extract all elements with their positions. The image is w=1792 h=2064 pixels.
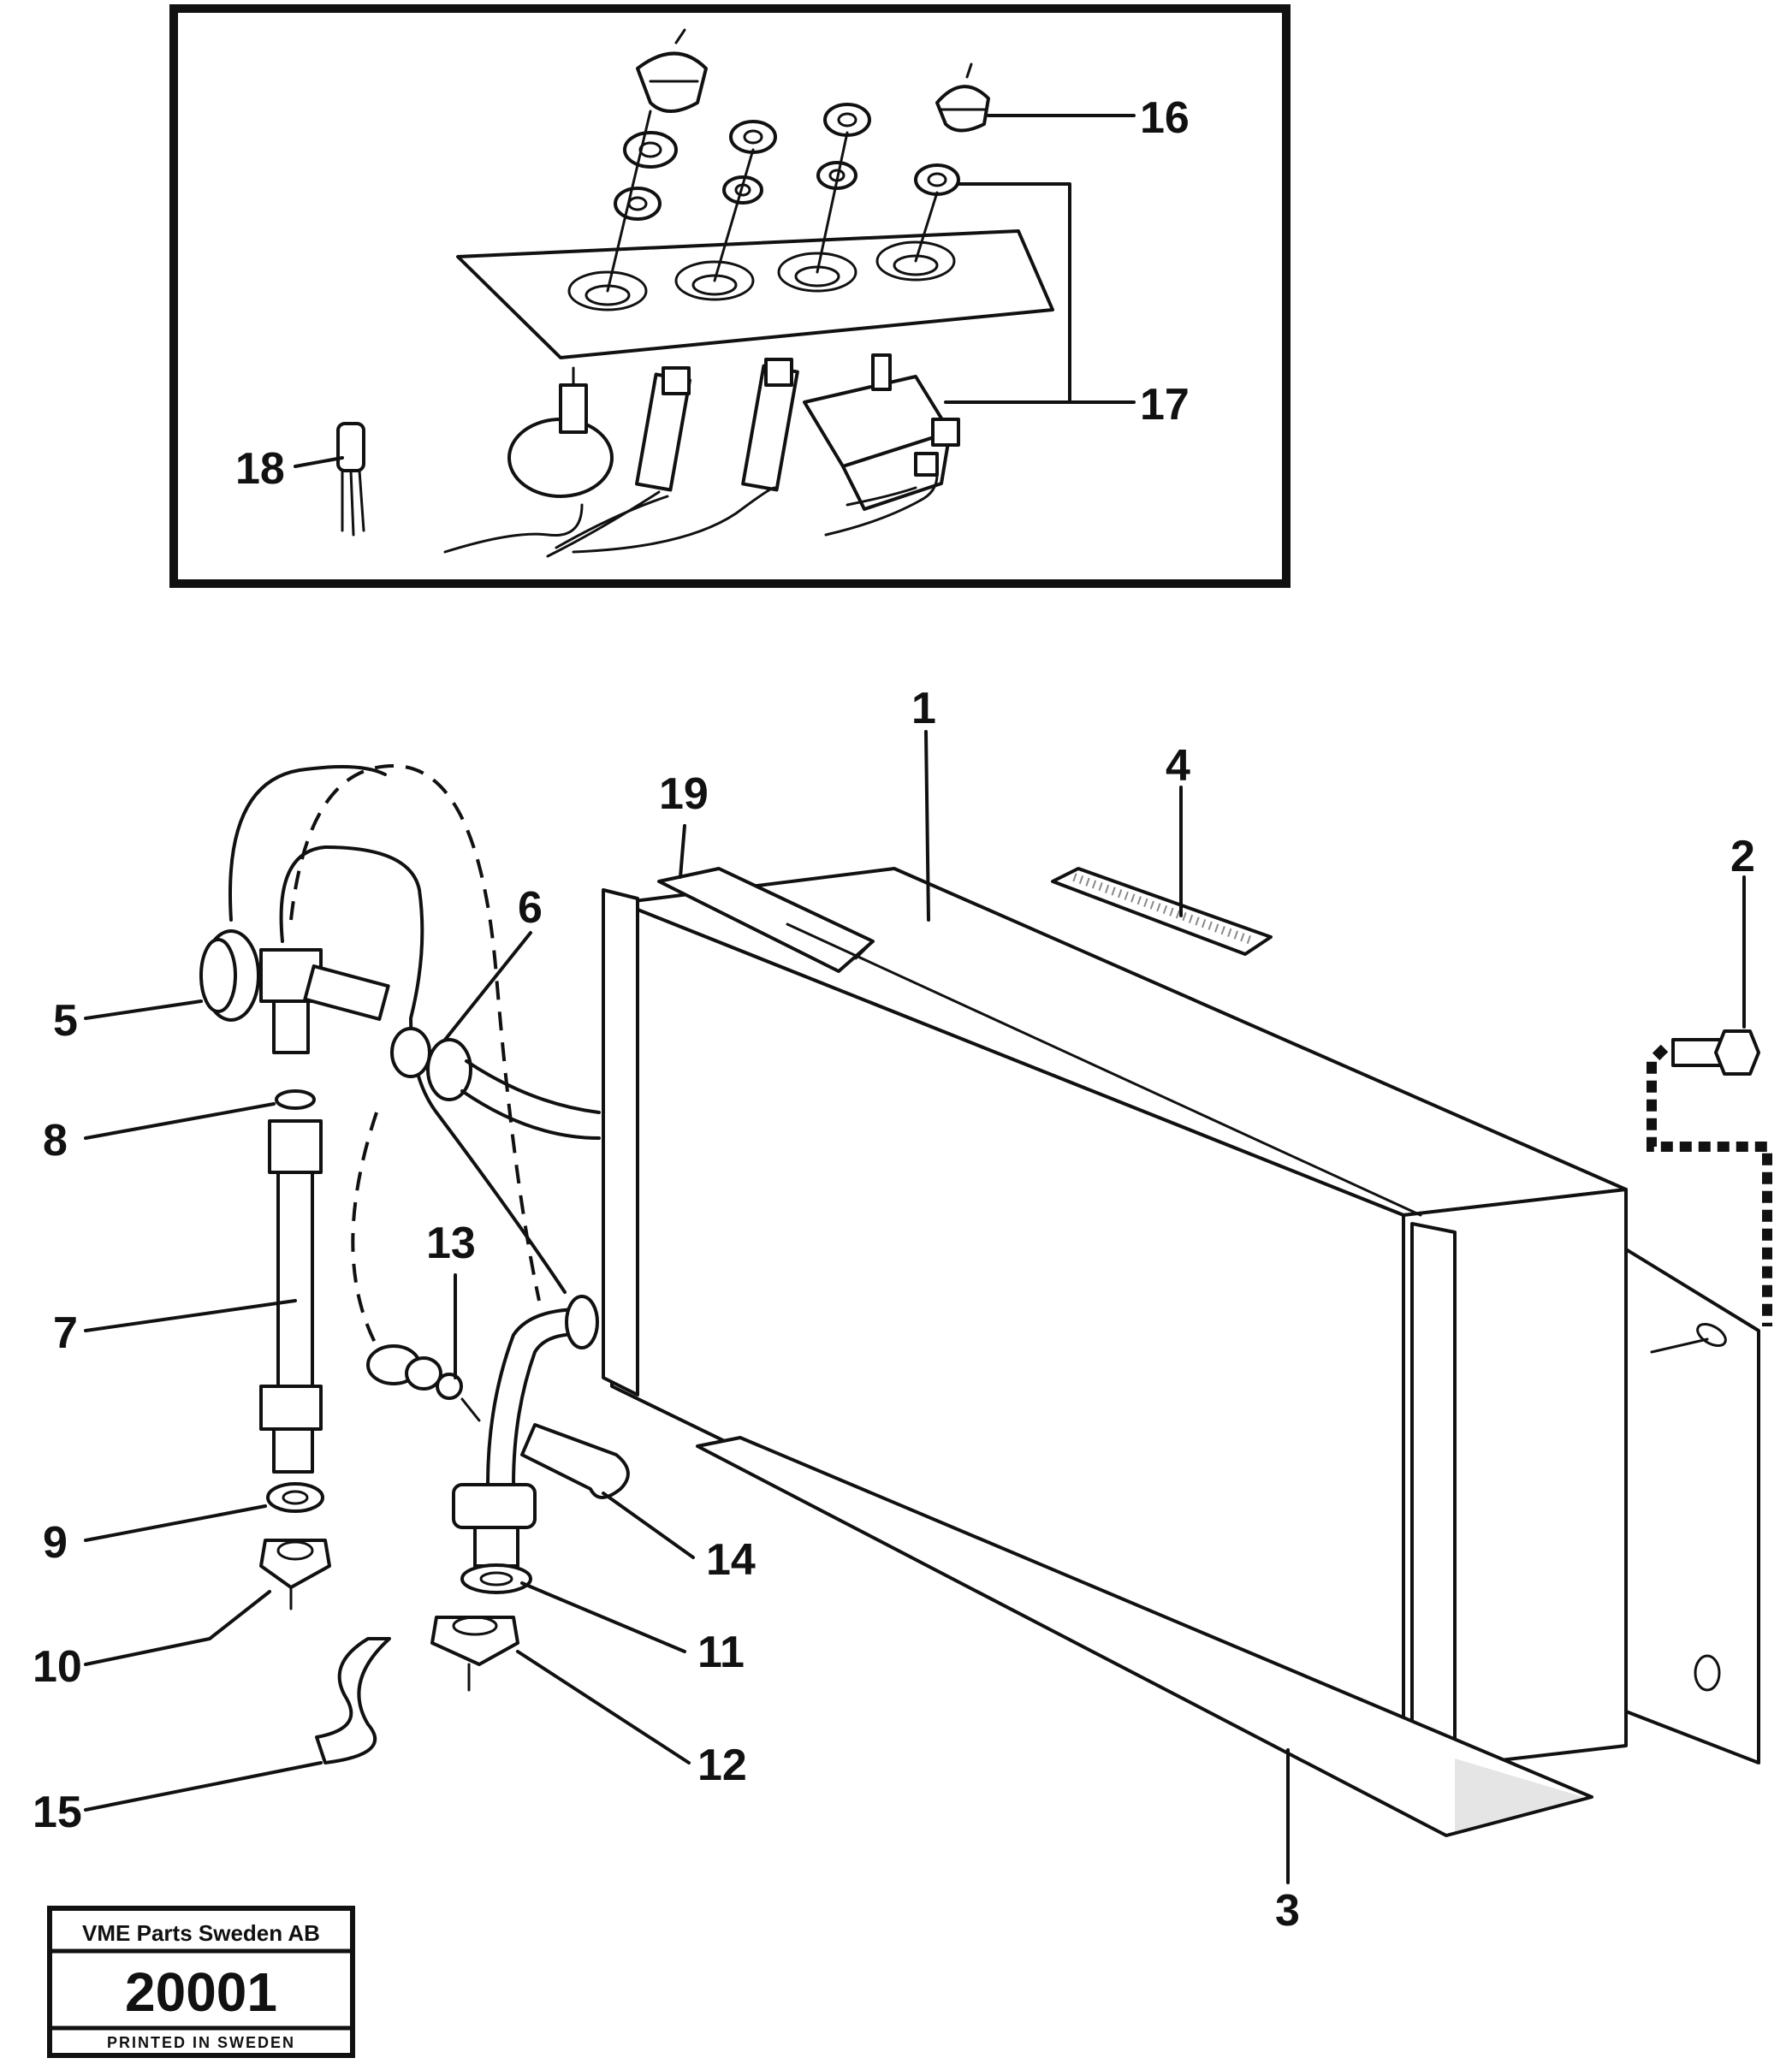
callout-18: 18 bbox=[235, 444, 285, 494]
parts-stamp: VME Parts Sweden AB 20001 PRINTED IN SWE… bbox=[47, 1906, 355, 2058]
callout-6: 6 bbox=[518, 883, 543, 933]
heater-unit bbox=[602, 867, 1760, 1837]
callout-9: 9 bbox=[43, 1518, 68, 1568]
callout-2: 2 bbox=[1730, 832, 1755, 881]
callout-16: 16 bbox=[1140, 93, 1190, 143]
callout-4: 4 bbox=[1166, 741, 1190, 791]
stamp-number: 20001 bbox=[125, 1961, 277, 2023]
leader-lines bbox=[84, 730, 1746, 1884]
callout-labels: 1 2 3 4 5 6 7 8 9 10 11 12 13 14 15 16 1… bbox=[33, 93, 1755, 1936]
screw-assembly bbox=[1647, 1029, 1772, 1326]
callout-7: 7 bbox=[53, 1308, 78, 1358]
inset-panel bbox=[169, 4, 1291, 588]
callout-19: 19 bbox=[659, 769, 709, 819]
callout-17: 17 bbox=[1140, 380, 1190, 430]
callout-10: 10 bbox=[33, 1642, 82, 1692]
callout-11: 11 bbox=[697, 1628, 745, 1677]
callout-12: 12 bbox=[697, 1741, 747, 1790]
piping bbox=[199, 763, 630, 1764]
stamp-company: VME Parts Sweden AB bbox=[82, 1920, 320, 1946]
callout-1: 1 bbox=[911, 684, 936, 733]
callout-8: 8 bbox=[43, 1116, 68, 1165]
callout-14: 14 bbox=[706, 1535, 756, 1585]
stamp-footer: PRINTED IN SWEDEN bbox=[107, 2034, 295, 2051]
callout-15: 15 bbox=[33, 1788, 82, 1837]
callout-3: 3 bbox=[1275, 1886, 1300, 1936]
callout-13: 13 bbox=[426, 1219, 476, 1268]
callout-5: 5 bbox=[53, 996, 78, 1046]
